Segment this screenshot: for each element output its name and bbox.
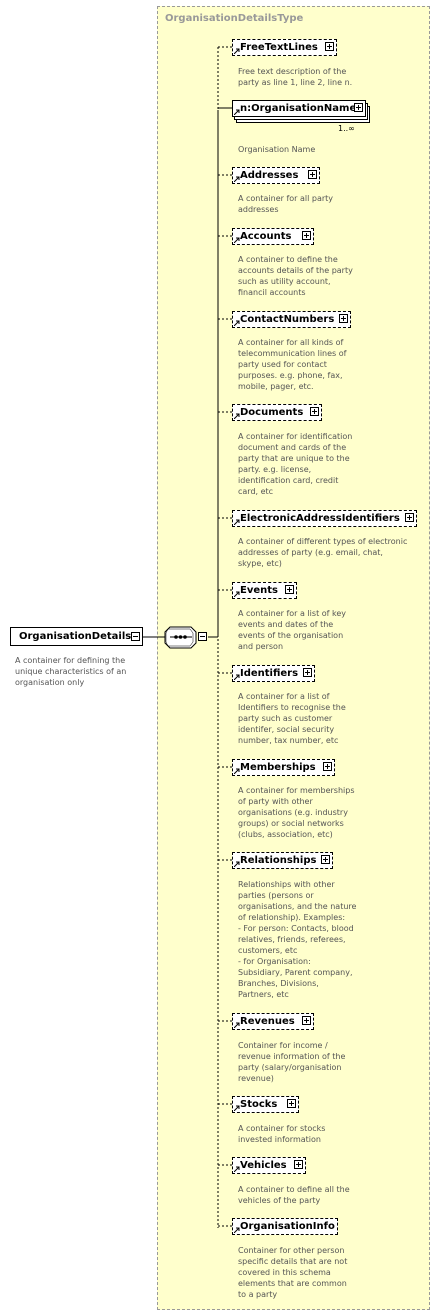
element-organisation-info[interactable]: OrganisationInfo xyxy=(232,1218,338,1235)
expand-icon[interactable] xyxy=(302,231,311,240)
root-element-name: OrganisationDetails xyxy=(19,631,132,642)
element-accounts[interactable]: Accounts xyxy=(232,228,314,245)
sequence-compositor xyxy=(164,626,197,649)
element-description: A container for a list of key events and… xyxy=(238,609,347,651)
element-name: ElectronicAddressIdentifiers xyxy=(240,513,400,524)
element-name: Vehicles xyxy=(240,1160,287,1171)
element-organisation-name[interactable]: n:OrganisationName xyxy=(232,100,366,117)
element-revenues[interactable]: Revenues xyxy=(232,1013,314,1030)
element-stocks[interactable]: Stocks xyxy=(232,1096,299,1113)
element-vehicles[interactable]: Vehicles xyxy=(232,1157,306,1174)
element-name: FreeTextLines xyxy=(240,42,318,53)
element-description: A container for a list of Identifiers to… xyxy=(238,692,346,745)
expand-icon[interactable] xyxy=(321,855,330,864)
expand-icon[interactable] xyxy=(405,513,414,522)
collapse-root-icon[interactable] xyxy=(131,632,140,641)
reference-arrow-icon xyxy=(234,48,240,54)
element-name: Memberships xyxy=(240,762,316,773)
reference-arrow-icon xyxy=(234,237,240,243)
element-description: Free text description of the party as li… xyxy=(238,67,353,87)
collapse-sequence-icon[interactable] xyxy=(198,632,207,641)
complex-type-label: OrganisationDetailsType xyxy=(165,13,304,24)
expand-icon[interactable] xyxy=(310,407,319,416)
element-name: ContactNumbers xyxy=(240,314,335,325)
expand-icon[interactable] xyxy=(308,170,317,179)
element-description: A container to define the accounts detai… xyxy=(238,255,353,297)
element-memberships[interactable]: Memberships xyxy=(232,759,335,776)
element-description: A container for identification document … xyxy=(238,432,353,496)
element-name: Identifiers xyxy=(240,668,299,679)
reference-arrow-icon xyxy=(234,1166,240,1172)
element-name: Documents xyxy=(240,407,304,418)
expand-icon[interactable] xyxy=(323,762,332,771)
element-identifiers[interactable]: Identifiers xyxy=(232,665,315,682)
element-description: A container of different types of electr… xyxy=(238,537,408,568)
expand-icon[interactable] xyxy=(325,42,334,51)
element-description: A container for all kinds of telecommuni… xyxy=(238,338,347,391)
element-description: A container for memberships of party wit… xyxy=(238,786,355,839)
element-name: n:OrganisationName xyxy=(240,103,357,114)
reference-arrow-icon xyxy=(234,674,240,680)
element-documents[interactable]: Documents xyxy=(232,404,322,421)
element-events[interactable]: Events xyxy=(232,582,297,599)
expand-icon[interactable] xyxy=(303,668,312,677)
element-description: A container to define all the vehicles o… xyxy=(238,1185,350,1205)
reference-arrow-icon xyxy=(234,1227,240,1233)
element-name: Addresses xyxy=(240,170,299,181)
element-name: Accounts xyxy=(240,231,292,242)
reference-arrow-icon xyxy=(234,1105,240,1111)
reference-arrow-icon xyxy=(234,519,240,525)
element-contact-numbers[interactable]: ContactNumbers xyxy=(232,311,351,328)
expand-icon[interactable] xyxy=(339,314,348,323)
element-name: Events xyxy=(240,585,278,596)
expand-icon[interactable] xyxy=(285,585,294,594)
element-name: Revenues xyxy=(240,1016,295,1027)
root-description: A container for defining the unique char… xyxy=(15,656,127,687)
cardinality-label: 1..∞ xyxy=(338,124,355,133)
element-description: A container for stocks invested informat… xyxy=(238,1124,326,1144)
root-element-organisation-details[interactable]: OrganisationDetails xyxy=(10,627,143,646)
reference-arrow-icon xyxy=(234,591,240,597)
expand-icon[interactable] xyxy=(287,1099,296,1108)
complex-type-container xyxy=(157,6,430,1310)
reference-arrow-icon xyxy=(234,413,240,419)
expand-icon[interactable] xyxy=(294,1160,303,1169)
expand-icon[interactable] xyxy=(302,1016,311,1025)
reference-arrow-icon xyxy=(234,768,240,774)
element-description: Container for other person specific deta… xyxy=(238,1246,348,1299)
element-description: A container for all party addresses xyxy=(238,194,334,214)
element-description: Container for income / revenue informati… xyxy=(238,1041,346,1083)
reference-arrow-icon xyxy=(234,176,240,182)
element-name: OrganisationInfo xyxy=(240,1221,335,1232)
element-electronic-address-identifiers[interactable]: ElectronicAddressIdentifiers xyxy=(232,510,417,527)
element-free-text-lines[interactable]: FreeTextLines xyxy=(232,39,337,56)
reference-arrow-icon xyxy=(234,320,240,326)
element-description: Organisation Name xyxy=(238,145,316,154)
element-name: Stocks xyxy=(240,1099,278,1110)
reference-arrow-icon xyxy=(234,1022,240,1028)
element-name: Relationships xyxy=(240,855,317,866)
reference-arrow-icon xyxy=(234,109,240,115)
expand-icon[interactable] xyxy=(354,103,363,112)
element-relationships[interactable]: Relationships xyxy=(232,852,333,869)
reference-arrow-icon xyxy=(234,861,240,867)
element-description: Relationships with other parties (person… xyxy=(238,880,357,999)
element-addresses[interactable]: Addresses xyxy=(232,167,320,184)
